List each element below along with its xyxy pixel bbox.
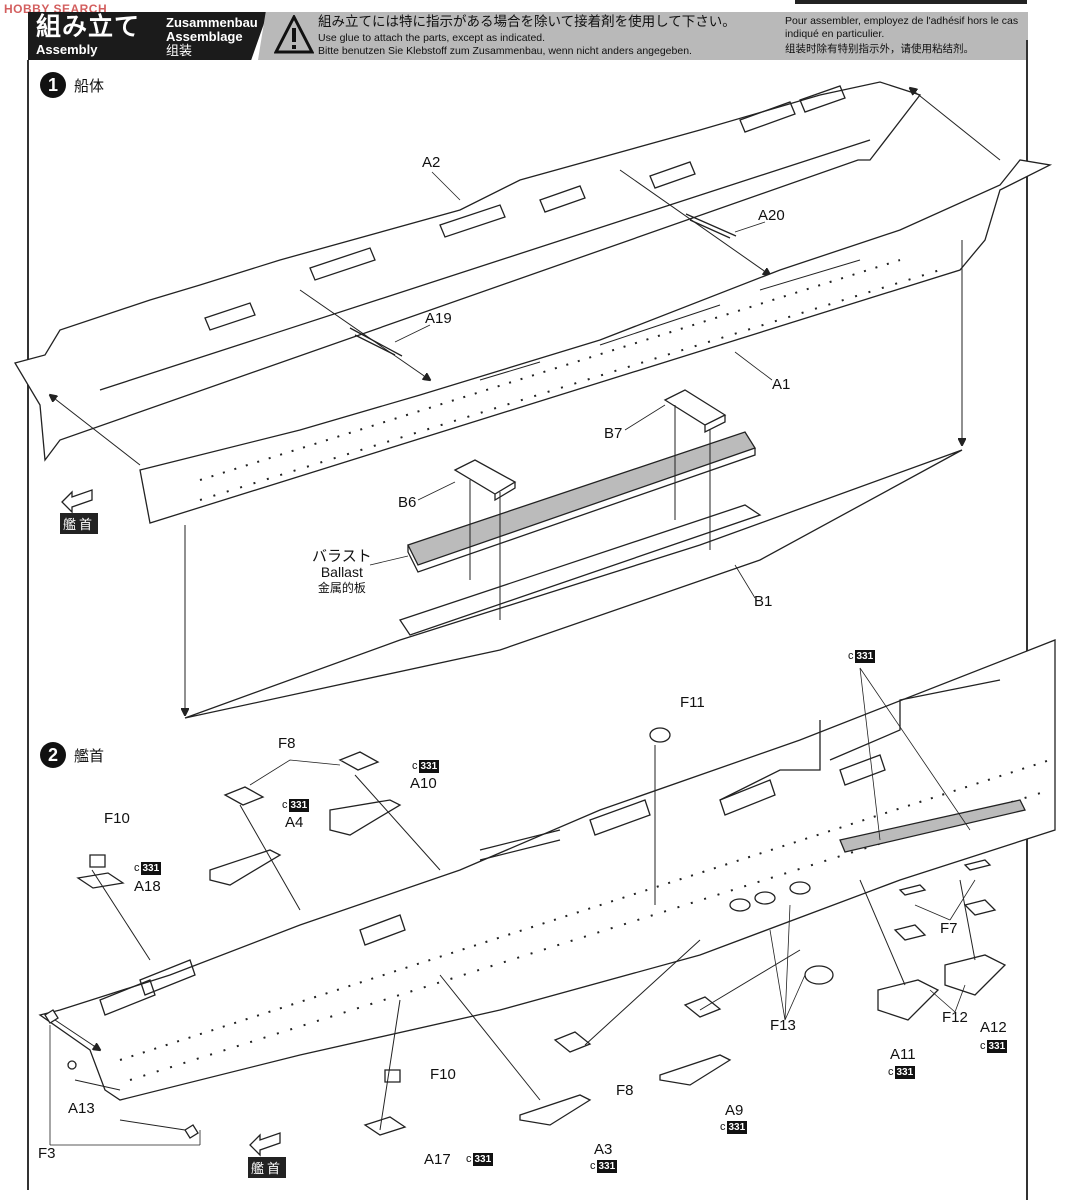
part-label: A10 xyxy=(410,775,437,792)
part-label: A3 xyxy=(594,1141,613,1158)
step-number: 1 xyxy=(40,72,66,98)
title-cn: 组装 xyxy=(166,43,193,58)
header-title-block: 組み立て Assembly Zusammenbau Assemblage 组装 xyxy=(28,12,268,60)
ballast-label-en: Ballast xyxy=(320,564,363,580)
glue-notice: 組み立てには特に指示がある場合を除いて接着剤を使用して下さい。 Use glue… xyxy=(258,12,1028,60)
assembly-arrow xyxy=(50,395,141,466)
step-number: 2 xyxy=(40,742,66,768)
assembly-arrows xyxy=(54,745,976,1131)
ballast-label-jp: バラスト xyxy=(312,547,372,565)
divider xyxy=(795,0,1027,4)
bow-indicator: 艦首 xyxy=(60,513,99,534)
part-label: F8 xyxy=(616,1082,634,1099)
page-border xyxy=(27,60,29,1190)
notice-de: Bitte benutzen Sie Klebstoff zum Zusamme… xyxy=(318,45,692,57)
notice-cn: 组装时除有特别指示外，请使用粘结剂。 xyxy=(785,43,974,55)
bow-arrow-icon xyxy=(61,489,93,514)
part-label: A9 xyxy=(725,1102,744,1119)
assembly-header: 組み立て Assembly Zusammenbau Assemblage 组装 … xyxy=(28,12,1028,60)
title-multilang: Zusammenbau Assemblage 组装 xyxy=(166,16,258,58)
part-label: F12 xyxy=(942,1009,968,1026)
part-label: A17 xyxy=(424,1151,451,1168)
title-fr: Assemblage xyxy=(166,29,243,44)
part-label: A11 xyxy=(890,1046,916,1063)
title-jp: 組み立て xyxy=(36,12,141,41)
step-2-heading: 2 艦首 xyxy=(40,742,104,768)
step-title: 船体 xyxy=(74,76,105,95)
part-label: F10 xyxy=(104,810,130,827)
part-a20-pin xyxy=(619,169,770,275)
part-label: A20 xyxy=(758,207,785,224)
title-de: Zusammenbau xyxy=(166,15,258,30)
part-label: A2 xyxy=(422,154,441,171)
part-label: F11 xyxy=(680,694,705,711)
part-label: A4 xyxy=(285,814,304,831)
part-label: A13 xyxy=(68,1100,95,1117)
part-a19-pin xyxy=(299,289,430,380)
part-b7 xyxy=(663,389,727,434)
part-label: B6 xyxy=(398,494,417,511)
title-en: Assembly xyxy=(36,42,98,57)
bow-hull-assembly xyxy=(38,639,1056,1101)
notice-en: Use glue to attach the parts, except as … xyxy=(318,32,546,44)
ballast-label: バラスト Ballast 金属的板 xyxy=(312,548,372,596)
step-title: 艦首 xyxy=(74,746,105,765)
bow-arrow-icon xyxy=(249,1132,281,1157)
part-a1-hull-half xyxy=(139,159,1053,524)
part-label: A12 xyxy=(980,1019,1007,1036)
part-label: F13 xyxy=(770,1017,796,1034)
page-border xyxy=(1026,40,1028,1200)
part-label: F8 xyxy=(278,735,296,752)
leader-lines xyxy=(369,171,773,599)
part-label: B7 xyxy=(604,425,623,442)
bow-label: 艦首 xyxy=(248,1157,287,1178)
leader-lines xyxy=(49,667,976,1146)
ballast-label-cn: 金属的板 xyxy=(317,581,366,595)
part-label: F7 xyxy=(940,920,958,937)
notice-jp: 組み立てには特に指示がある場合を除いて接着剤を使用して下さい。 xyxy=(318,14,736,30)
part-a2-hull-half xyxy=(14,81,922,462)
notice-fr: Pour assembler, employez de l'adhésif ho… xyxy=(785,15,1019,40)
part-label: B1 xyxy=(754,593,773,610)
part-label: F3 xyxy=(38,1145,56,1162)
ballast-plate xyxy=(407,431,756,573)
part-label: A19 xyxy=(425,310,452,327)
part-b1-bottom xyxy=(184,449,963,719)
bow-label: 艦首 xyxy=(60,513,99,534)
warning-triangle-icon xyxy=(274,15,314,54)
small-parts xyxy=(44,727,1007,1139)
step-1-heading: 1 船体 xyxy=(40,72,104,98)
part-b6 xyxy=(453,459,517,502)
assembly-arrow xyxy=(910,88,1001,161)
guide-lines xyxy=(469,405,711,620)
part-label: A18 xyxy=(134,878,161,895)
part-label: F10 xyxy=(430,1066,456,1083)
bow-indicator: 艦首 xyxy=(248,1157,287,1178)
part-label: A1 xyxy=(772,376,791,393)
